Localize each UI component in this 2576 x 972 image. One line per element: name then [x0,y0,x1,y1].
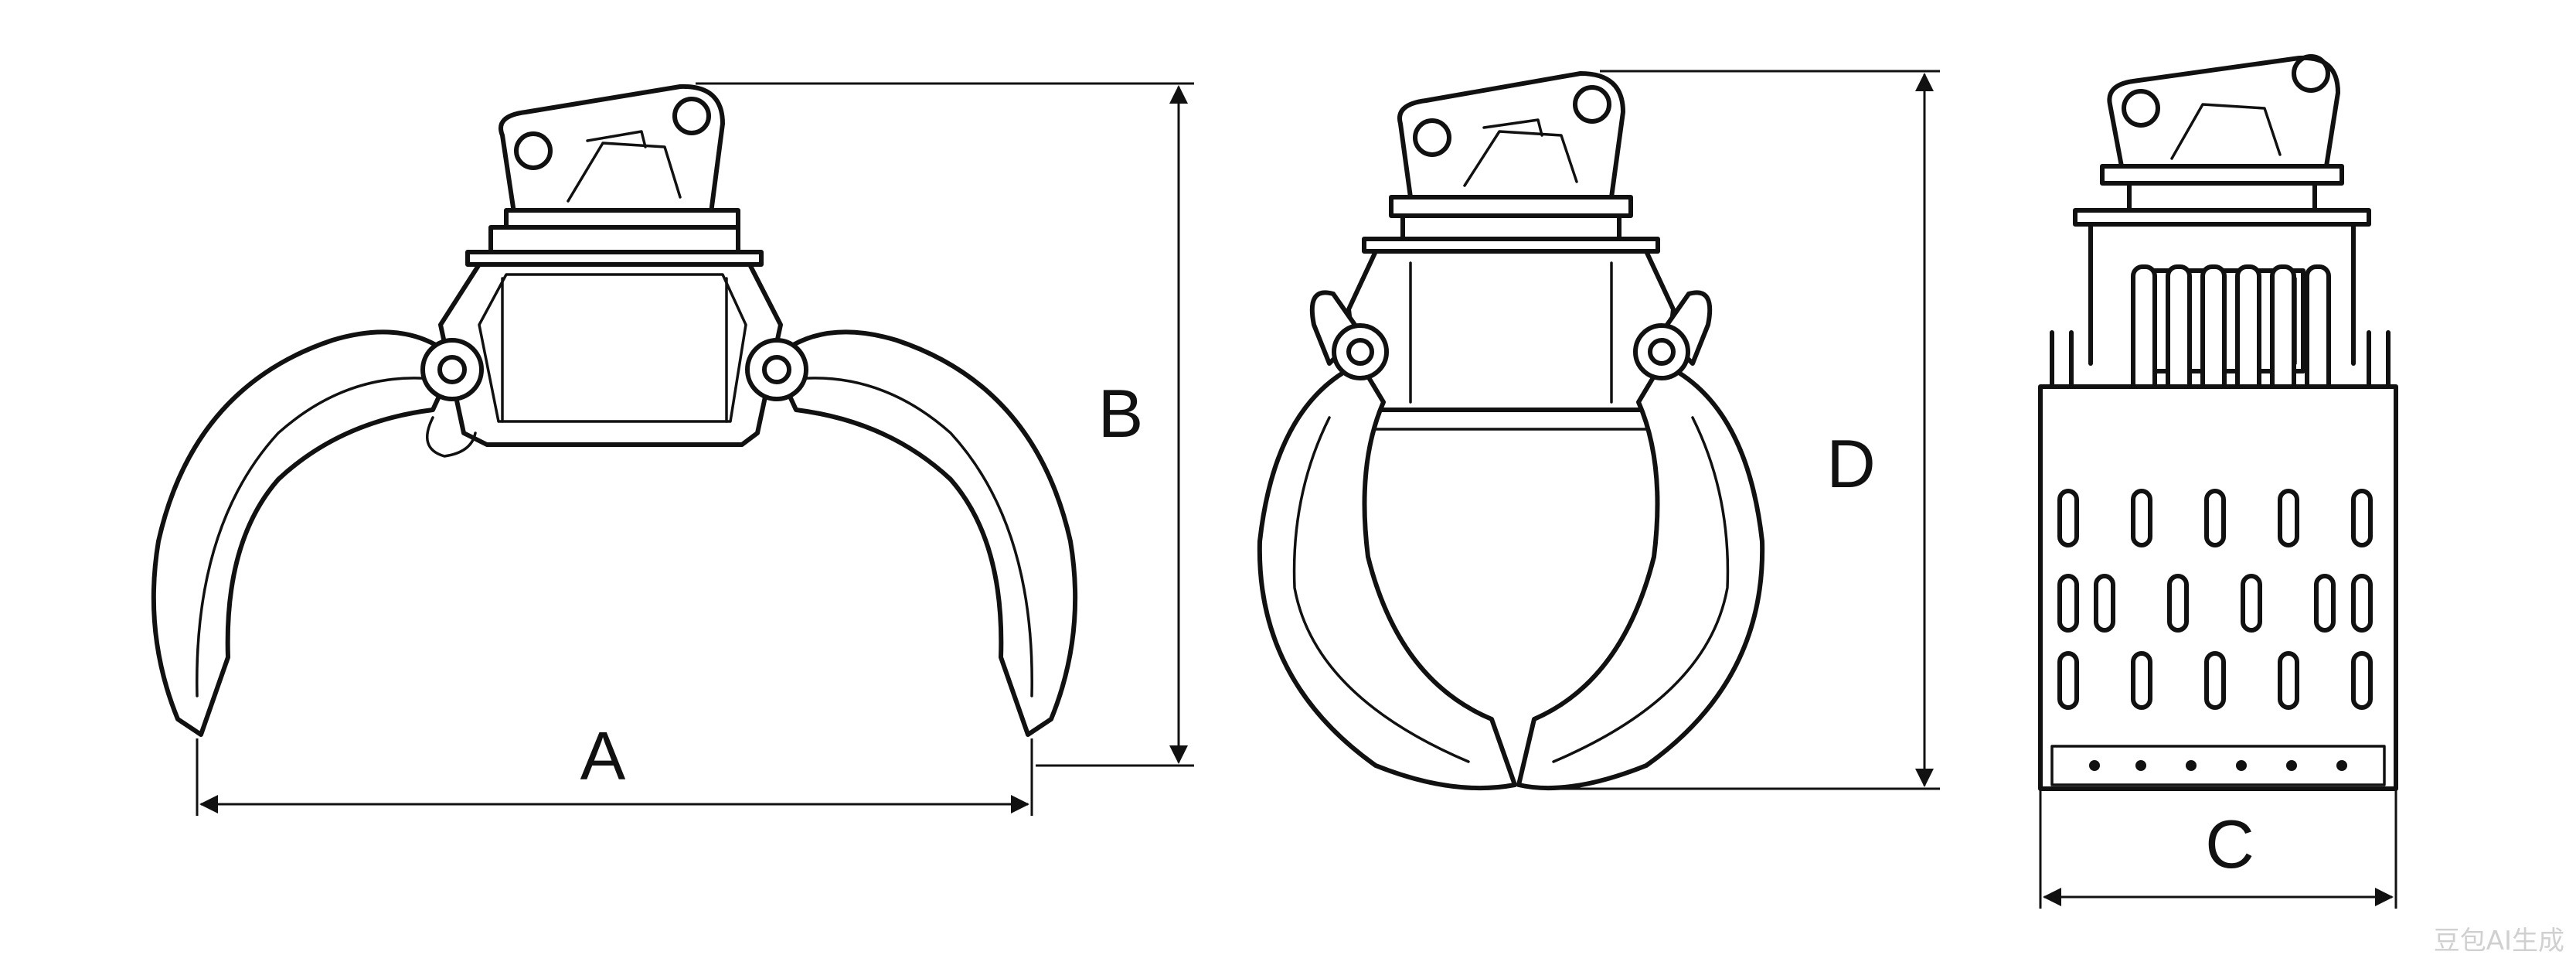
dimension-c: C [2039,789,2397,909]
side-view-jaw-plate [2038,384,2398,791]
dimension-c-label: C [2205,806,2254,882]
watermark-text: 豆包AI生成 [2434,926,2564,957]
open-grapple-right-jaw [745,329,1078,737]
dimension-b-label: B [1098,375,1144,452]
open-grapple-body [438,225,783,447]
closed-grapple-right-jaw [1516,290,1765,791]
side-view [2038,54,2398,791]
side-view-slots [2057,489,2373,710]
closed-grapple-bracket [1389,71,1633,218]
dimension-a-label: A [580,718,626,794]
closed-grapple-view [1257,71,1765,791]
open-grapple-view [151,84,1078,737]
dimension-d-label: D [1826,425,1876,502]
dimension-a: A [196,718,1033,816]
side-view-bracket [2073,54,2371,227]
closed-grapple-body [1346,213,1676,431]
open-grapple-left-jaw [151,329,484,737]
dimension-d: D [1538,70,1940,790]
closed-grapple-left-jaw [1257,290,1517,791]
open-grapple-bracket [499,84,740,230]
side-view-bolt-holes [2089,760,2347,771]
dimension-b: B [696,82,1194,767]
